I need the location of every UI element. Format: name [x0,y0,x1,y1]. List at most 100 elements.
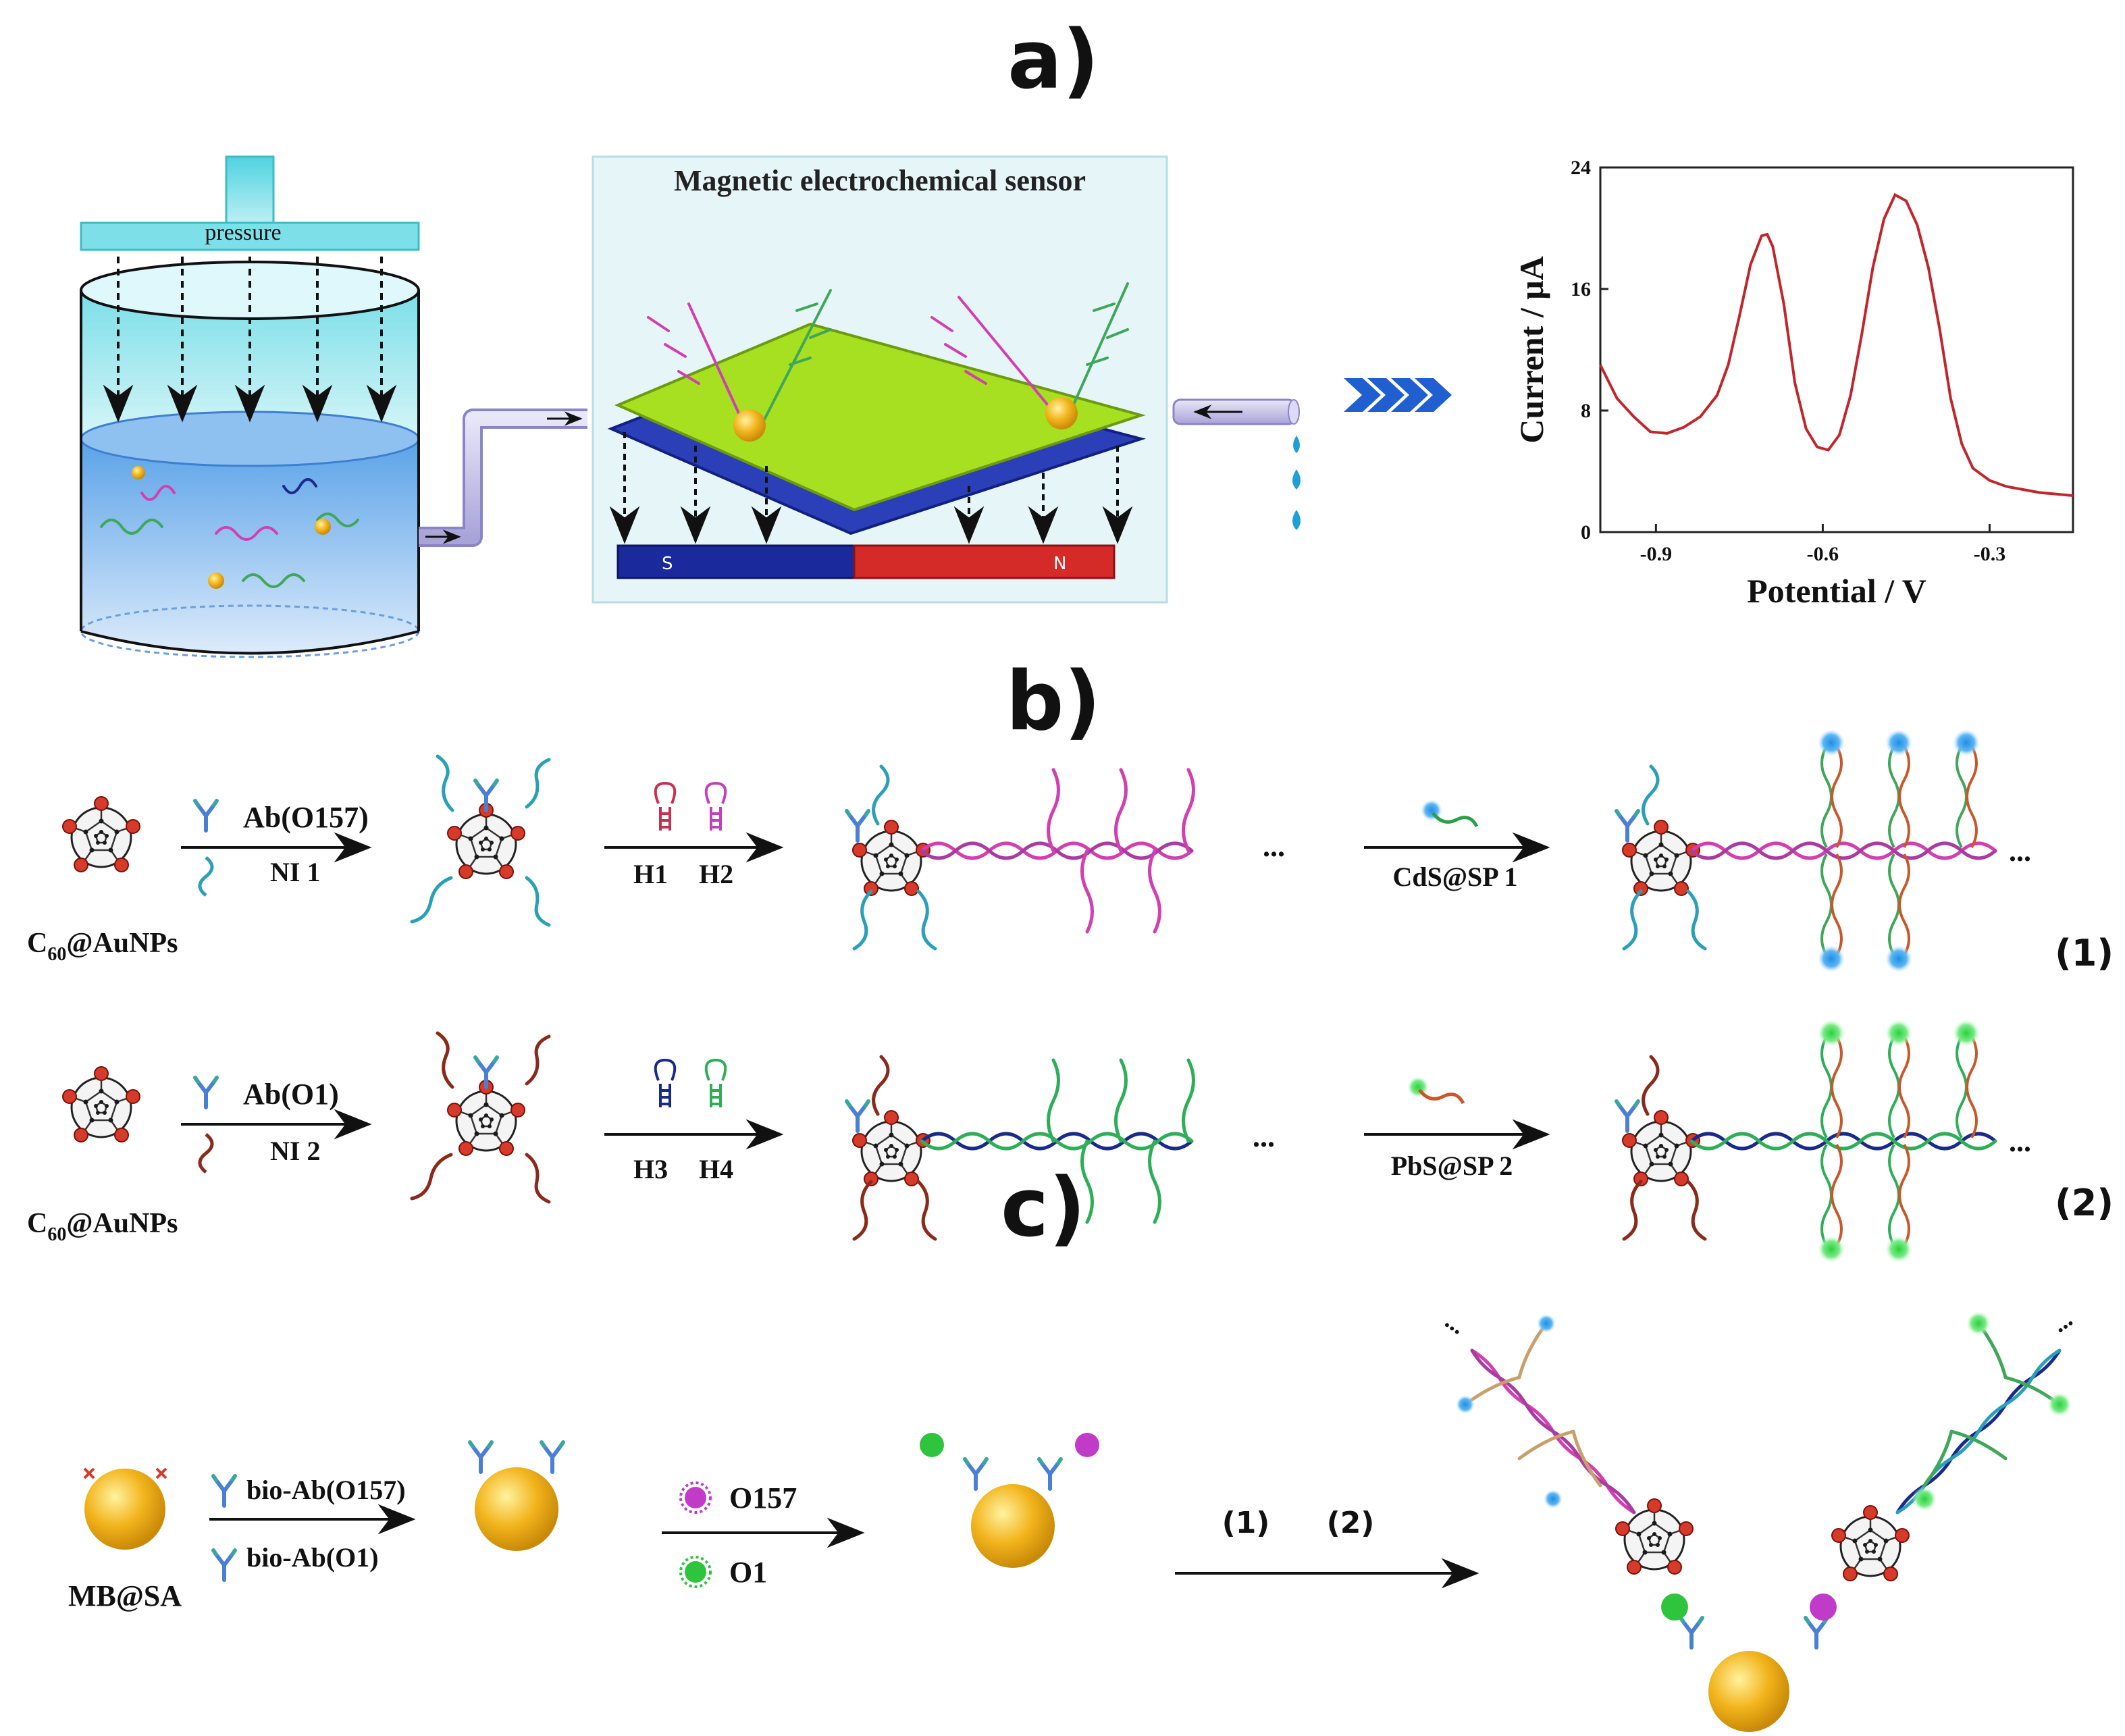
row1-arrow1-bottom: NI 1 [270,857,320,887]
bead-with-antigens [971,1484,1055,1568]
assembly-antibody-1-icon [1681,1618,1702,1648]
ni1-strand-icon [198,856,214,897]
hcr-antibody-icon [847,811,868,841]
assembly-cds-dots [1456,1314,1563,1508]
pressure-tank: pressure [80,155,420,658]
panel-label-b: b) [1006,655,1101,749]
c60-label-1: C60@AuNPs [27,928,178,965]
pbs-quantum-dots [1818,1020,1980,1263]
magnetic-bead-start [84,1469,165,1550]
c60-hcr-product-1 [851,819,931,897]
final-antibody-icon [1617,811,1638,841]
magnet-s-label: S [662,554,673,574]
panel-label-a: a) [1007,14,1099,107]
panel-c: MB@SA bio-Ab(O157) bio-Ab(O1) O157 O1 (1… [68,1305,2077,1732]
c60-functionalized-1 [446,802,526,880]
bead-with-antibodies [475,1467,558,1551]
row2-number: (2) [2055,1182,2114,1224]
row2-arrow3-bottom: PbS@SP 2 [1391,1151,1513,1181]
chart-x-axis-label: Potential / V [1747,572,1926,610]
assembly-pbs-dots [1912,1311,2072,1511]
c60-final-product-1 [1621,819,1701,897]
ni2-strand-icon [198,1133,214,1174]
c-arrow2-top: O157 [729,1481,797,1515]
c-arrow1-bottom: bio-Ab(O1) [246,1542,379,1573]
row1-arrow1-top: Ab(O157) [243,801,369,834]
bead-label: MB@SA [68,1579,182,1612]
dpv-chart: 0 8 16 24 -0.9 -0.6 -0.3 Potential / V Curren… [1513,157,2074,610]
sensor-title: Magnetic electrochemical sensor [674,164,1086,197]
chart-x-tick-label: -0.9 [1640,543,1673,565]
c-arrow3-label-2: (2) [1327,1506,1375,1540]
row1-ellipsis-1: ... [1263,830,1285,863]
outlet-pipe [1172,398,1301,530]
bound-antibody-o1-icon [475,1057,497,1087]
magnet-n-label: N [1053,554,1066,574]
row2-arrow2-label-2: H4 [699,1154,733,1184]
panel-b-row-2: C60@AuNPs Ab(O1) NI 2 H3 H4 [27,1020,2114,1263]
assembly-c60-2 [1831,1504,1910,1582]
c-arrow2-bottom: O1 [729,1556,767,1589]
bio-ab-o157-icon [213,1476,235,1506]
assembly-ellipsis-left: ... [1440,1307,1471,1340]
chart-y-tick-label: 0 [1581,521,1591,544]
row1-arrow2-label-2: H2 [699,859,733,889]
chart-y-tick-label: 16 [1571,278,1591,300]
c60-hcr-product-2 [851,1109,931,1187]
chart-y-axis-label: Current / μA [1513,256,1550,443]
chart-series-line [1599,192,2074,497]
bound-antibody-icon [475,781,497,810]
row1-arrow2-label-1: H1 [633,859,668,889]
pressure-label: pressure [205,220,281,245]
antibody-o1-icon [195,1078,217,1107]
c-arrow3-label-1: (1) [1222,1506,1270,1540]
panel-b-row-1: C60@AuNPs Ab(O157) NI 1 H1 H2 [27,729,2114,974]
row1-number: (1) [2055,932,2114,974]
o157-antigen-icon [679,1481,712,1514]
c-arrow1-top: bio-Ab(O157) [246,1475,406,1505]
assembly-ellipsis-right: ... [2047,1305,2077,1338]
chevron-arrows-icon [1344,378,1452,412]
c60-aunp-start-1 [61,795,141,873]
bead-antibody-1-icon [470,1442,492,1472]
captured-antibody-1-icon [965,1459,987,1489]
chart-y-tick-label: 8 [1581,400,1591,422]
bio-ab-o1-icon [213,1550,235,1580]
final-antibody-o1-icon [1617,1101,1638,1131]
hairpin-h3-icon [654,1058,677,1107]
assembly-antibody-2-icon [1806,1618,1827,1648]
row2-arrow2-label-1: H3 [633,1154,668,1184]
assembly-c60-1 [1615,1498,1694,1575]
chart-x-ticks: -0.9 -0.6 -0.3 [1640,524,2006,565]
c60-aunp-start-2 [61,1066,141,1143]
row2-ellipsis-1: ... [1253,1120,1275,1153]
bead-final-assembly [1708,1651,1789,1732]
c60-final-product-2 [1621,1109,1701,1187]
cds-quantum-dots [1818,729,1980,972]
magnetic-sensor-box: Magnetic electrochemical sensor [592,155,1168,604]
magnet-s-pole [616,544,856,579]
streptavidin-icon [83,1467,167,1479]
captured-antibody-2-icon [1039,1459,1061,1489]
row2-arrow1-top: Ab(O1) [243,1078,339,1111]
chart-x-tick-label: -0.3 [1974,543,2006,565]
chart-x-tick-label: -0.6 [1807,543,1839,565]
row2-ellipsis-2: ... [2009,1125,2031,1158]
hairpin-h2-icon [704,781,727,831]
hcr-antibody-o1-icon [847,1101,868,1131]
row1-ellipsis-2: ... [2009,835,2031,868]
hairpin-h1-icon [654,781,677,831]
chart-frame [1599,166,2074,533]
chart-y-ticks: 0 8 16 24 [1571,157,1608,544]
panel-label-c: c) [1001,1161,1086,1255]
hairpin-h4-icon [704,1058,727,1107]
c60-functionalized-2 [446,1079,526,1157]
row2-arrow1-bottom: NI 2 [270,1136,320,1166]
c60-label-2: C60@AuNPs [27,1208,178,1245]
bead-antibody-2-icon [542,1442,563,1472]
chart-y-tick-label: 24 [1571,157,1591,179]
magnet-n-pole [853,544,1116,579]
row1-arrow3-bottom: CdS@SP 1 [1392,862,1517,892]
o1-antigen-icon [679,1556,712,1588]
